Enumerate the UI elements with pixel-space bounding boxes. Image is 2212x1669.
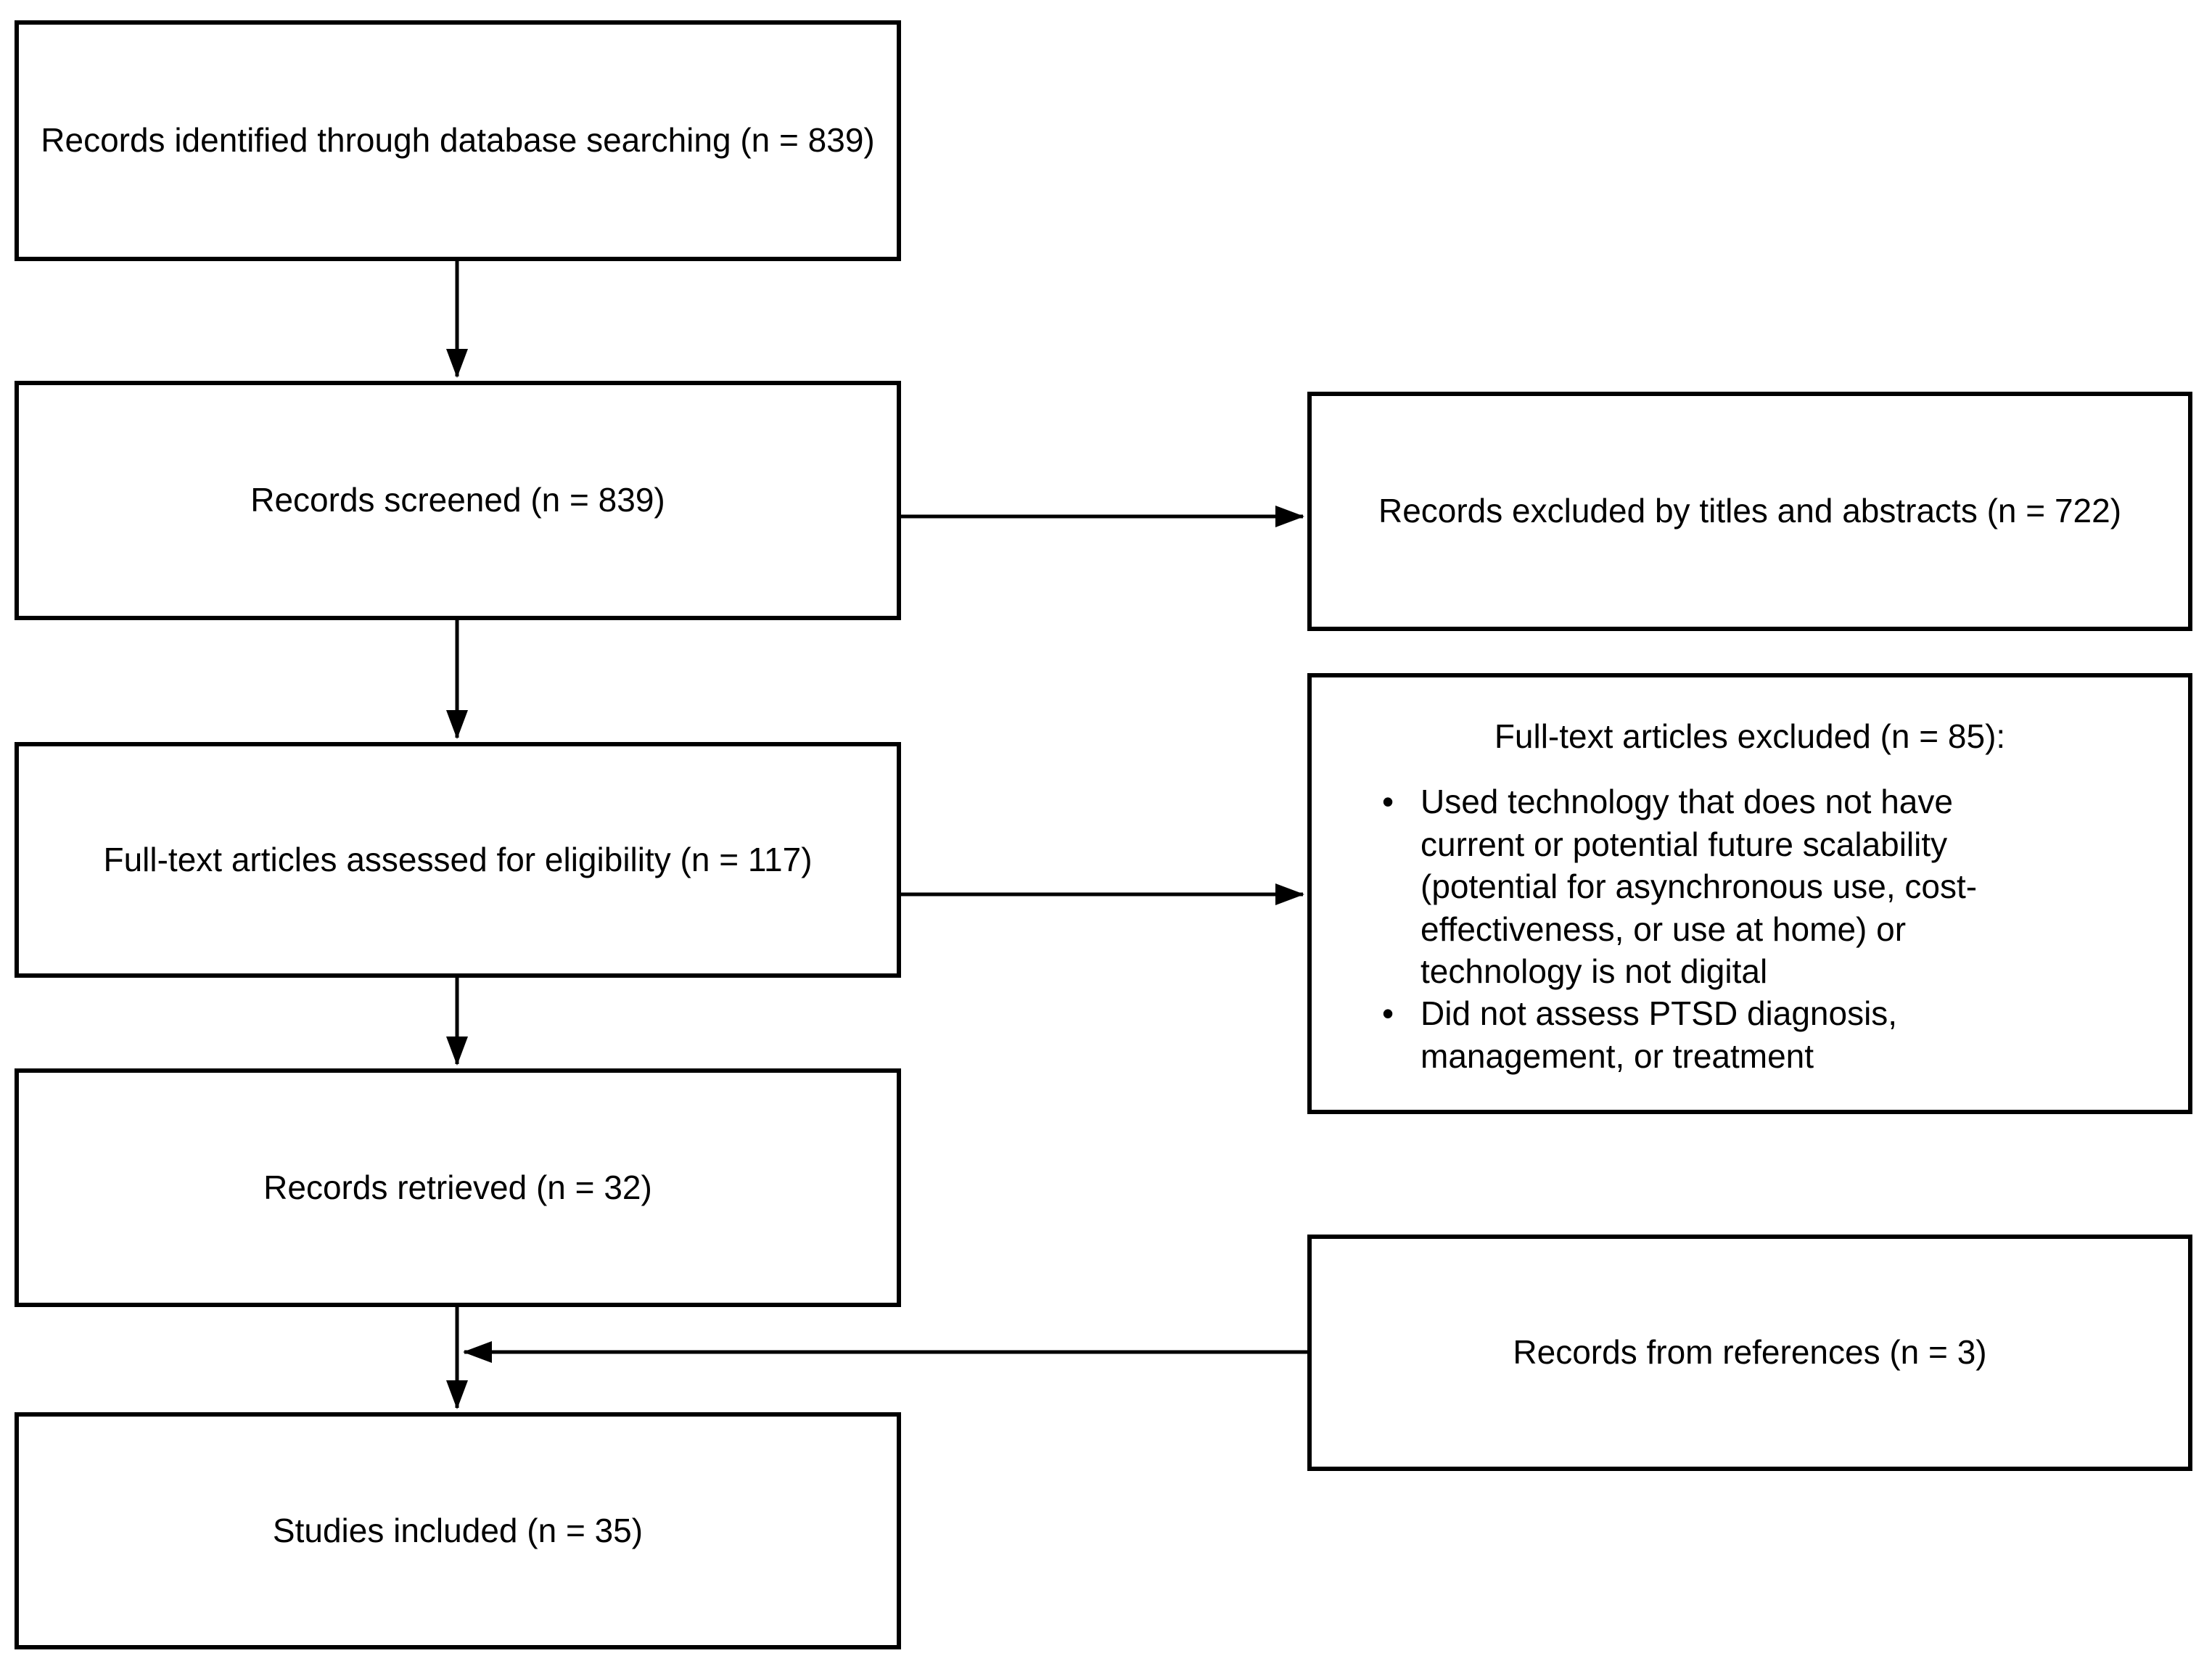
- records-from-references-label: Records from references (n = 3): [1513, 1333, 1987, 1372]
- box-records-excluded-titles: Records excluded by titles and abstracts…: [1307, 392, 2192, 631]
- box-fulltext-excluded: Full-text articles excluded (n = 85): Us…: [1307, 673, 2192, 1114]
- records-retrieved-label: Records retrieved (n = 32): [263, 1168, 652, 1206]
- fulltext-excluded-title: Full-text articles excluded (n = 85):: [1494, 717, 2006, 755]
- records-screened-label: Records screened (n = 839): [250, 481, 665, 519]
- box-records-from-references: Records from references (n = 3): [1307, 1235, 2192, 1471]
- records-excluded-titles-label: Records excluded by titles and abstracts…: [1378, 492, 2122, 530]
- box-records-retrieved: Records retrieved (n = 32): [15, 1068, 901, 1307]
- box-records-identified: Records identified through database sear…: [15, 20, 901, 261]
- records-identified-label: Records identified through database sear…: [41, 121, 875, 160]
- box-records-screened: Records screened (n = 839): [15, 381, 901, 620]
- fulltext-excluded-reason-2: Did not assess PTSD diagnosis, managemen…: [1312, 992, 2001, 1077]
- box-fulltext-assessed: Full-text articles assessed for eligibil…: [15, 742, 901, 978]
- studies-included-label: Studies included (n = 35): [272, 1511, 644, 1549]
- box-studies-included: Studies included (n = 35): [15, 1412, 901, 1649]
- fulltext-excluded-reason-1: Used technology that does not have curre…: [1312, 780, 2001, 992]
- fulltext-assessed-label: Full-text articles assessed for eligibil…: [103, 840, 813, 878]
- fulltext-excluded-reasons-list: Used technology that does not have curre…: [1312, 780, 2023, 1077]
